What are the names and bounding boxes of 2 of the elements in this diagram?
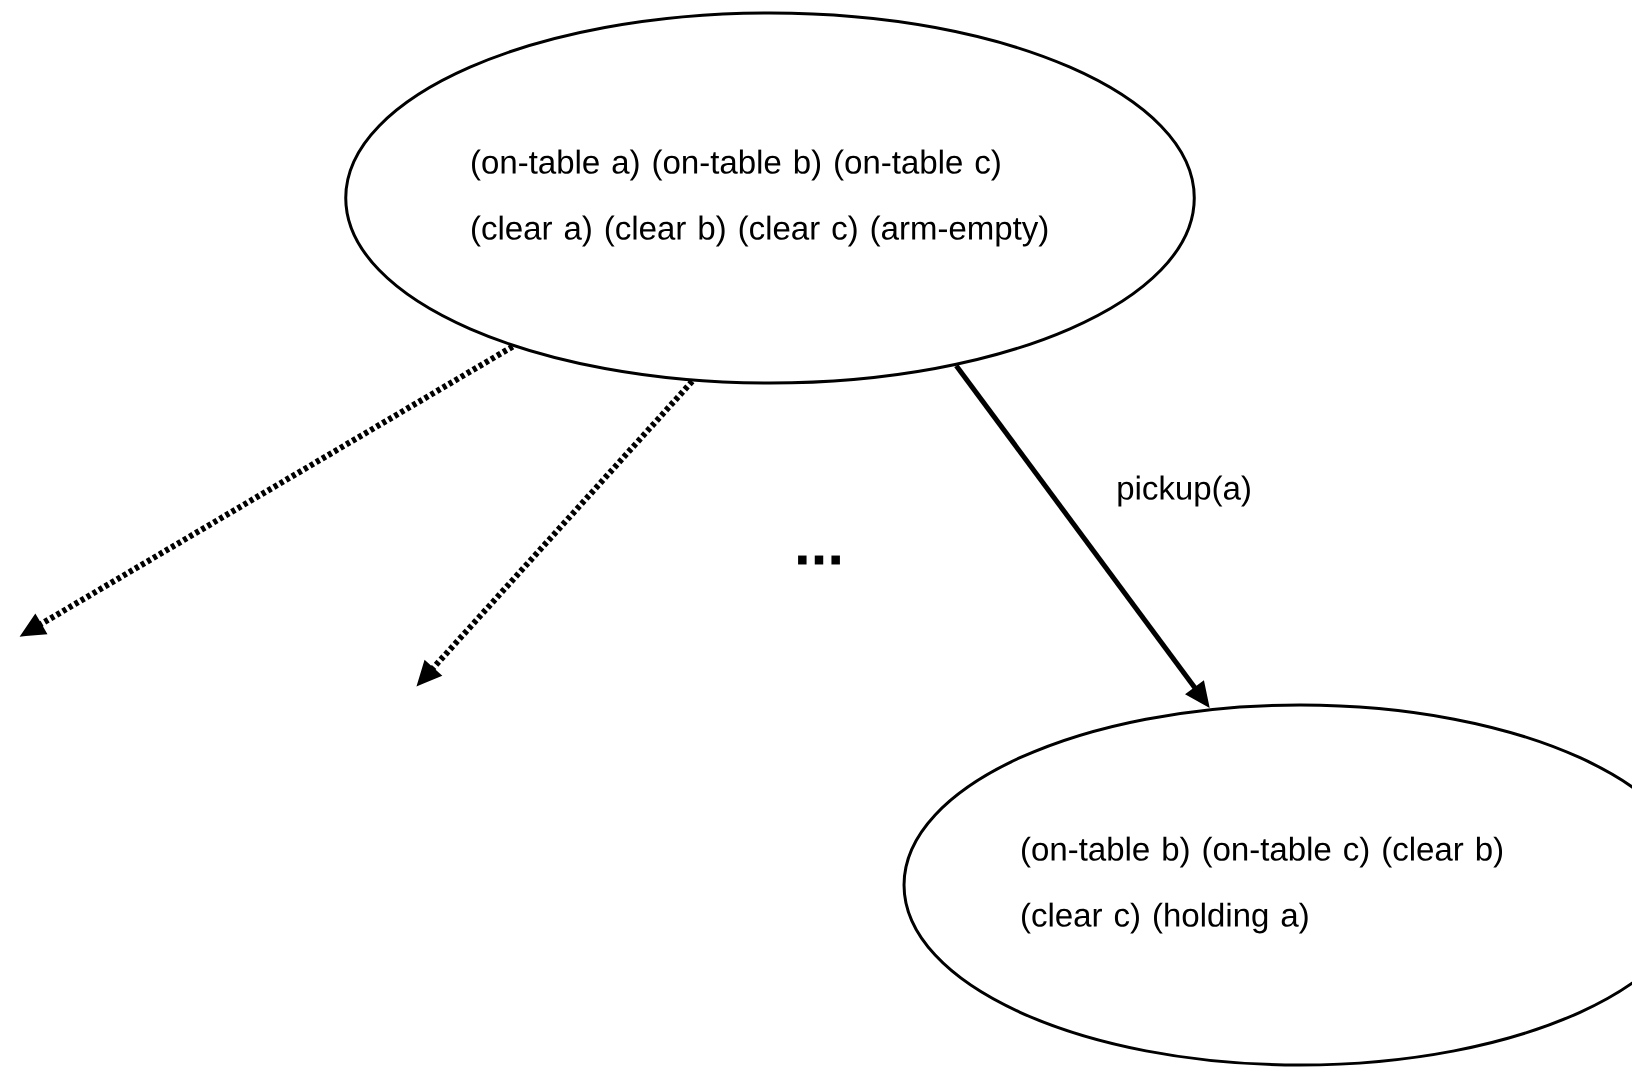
ellipsis: ...	[798, 555, 840, 565]
edge-label: pickup(a)	[1114, 473, 1254, 509]
